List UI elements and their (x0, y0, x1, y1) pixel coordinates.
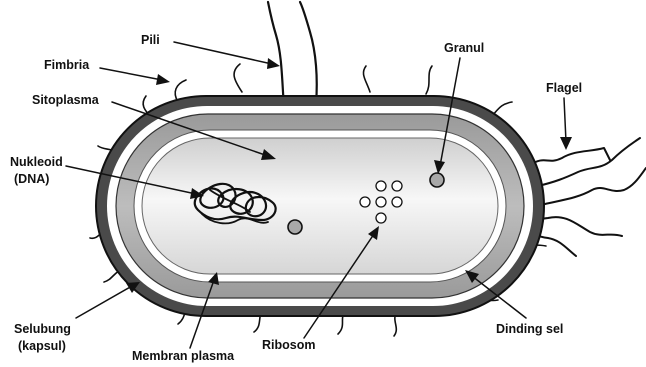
label-fimbria: Fimbria (44, 58, 90, 72)
label-granul: Granul (444, 41, 484, 55)
cell-body (96, 96, 544, 316)
label-dinding-sel: Dinding sel (496, 322, 563, 336)
label-pili: Pili (141, 33, 160, 47)
granule-upper (430, 173, 444, 187)
label-kapsul: (kapsul) (18, 339, 66, 353)
label-ribosom: Ribosom (262, 338, 315, 352)
label-nukleoid: Nukleoid (10, 155, 63, 169)
pili-strands (268, 2, 317, 108)
label-membran-plasma: Membran plasma (132, 349, 235, 363)
granule-lower (288, 220, 302, 234)
label-sitoplasma: Sitoplasma (32, 93, 100, 107)
label-dna: (DNA) (14, 172, 49, 186)
label-selubung: Selubung (14, 322, 71, 336)
label-flagel: Flagel (546, 81, 582, 95)
